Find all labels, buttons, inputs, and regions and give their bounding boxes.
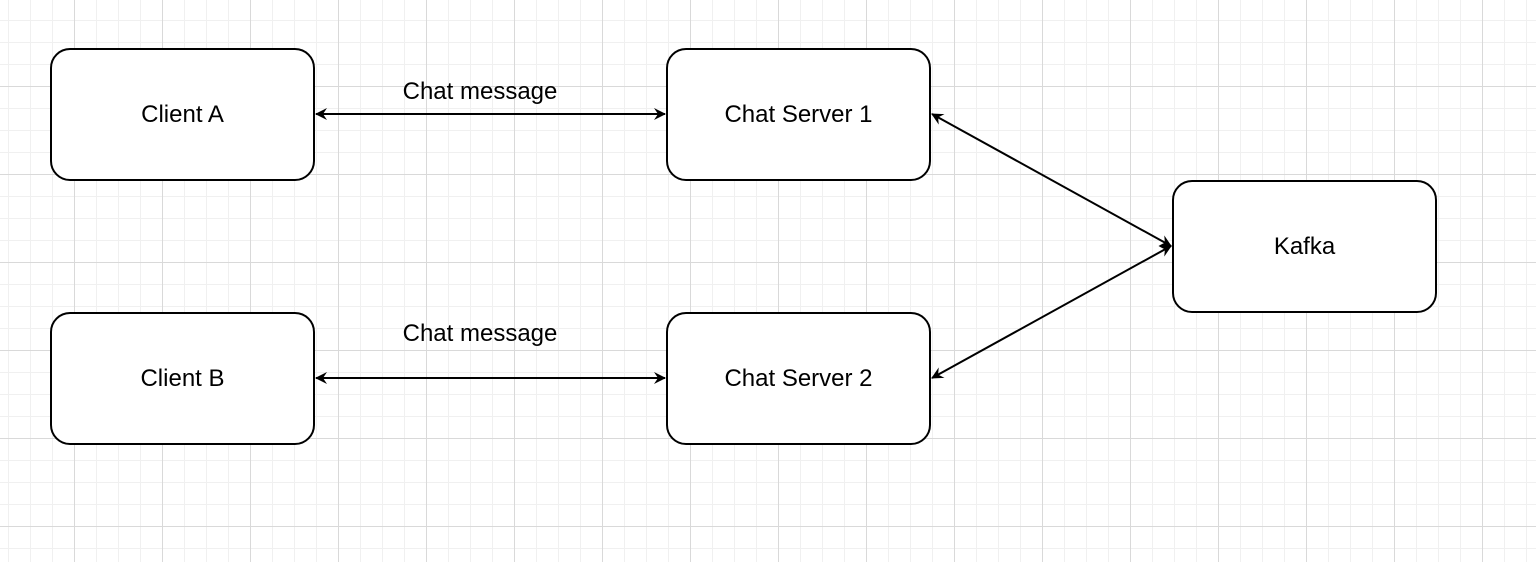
- node-chat-server-2[interactable]: Chat Server 2: [666, 312, 931, 445]
- node-client-b[interactable]: Client B: [50, 312, 315, 445]
- node-label: Chat Server 1: [724, 100, 873, 128]
- node-label: Kafka: [1273, 232, 1336, 260]
- node-label: Client A: [141, 100, 224, 128]
- node-label: Chat Server 2: [724, 364, 873, 392]
- edge-server-1-kafka: [931, 113, 1172, 247]
- node-label: Client B: [140, 364, 225, 392]
- node-chat-server-1[interactable]: Chat Server 1: [666, 48, 931, 181]
- node-client-a[interactable]: Client A: [50, 48, 315, 181]
- edge-label-client-b: Chat message: [402, 320, 558, 347]
- edge-label-client-a: Chat message: [402, 78, 558, 105]
- edge-server-2-kafka: [931, 245, 1172, 379]
- node-kafka[interactable]: Kafka: [1172, 180, 1437, 313]
